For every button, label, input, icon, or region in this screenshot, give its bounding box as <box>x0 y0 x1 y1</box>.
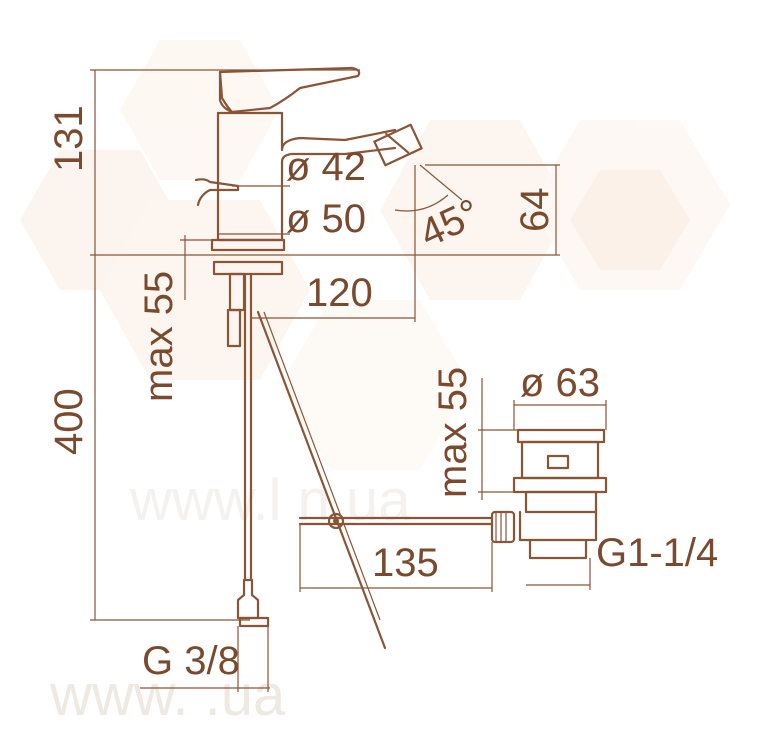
dim-max-thickness-mixer: max 55 <box>137 271 181 402</box>
drain-assembly <box>298 428 608 560</box>
dim-drain-diameter: ø 63 <box>520 361 600 405</box>
watermark-bottom: www. .ua <box>49 663 286 728</box>
dim-hose-length: 400 <box>47 388 91 455</box>
dim-drain-thread: G1-1/4 <box>596 531 718 575</box>
dim-rod-length: 135 <box>372 541 439 585</box>
aerator <box>373 123 423 167</box>
dimension-labels: 131 ø 42 ø 50 45° 64 120 max 55 400 G 3/… <box>47 105 718 683</box>
watermark-mid: www.l n.ua <box>129 468 411 533</box>
dim-height-top: 131 <box>47 105 91 172</box>
dim-spout-height: 64 <box>513 188 557 233</box>
dim-diameter-50: ø 50 <box>286 197 366 241</box>
dim-spout-reach: 120 <box>306 271 373 315</box>
dim-max-thickness-drain: max 55 <box>431 367 475 498</box>
dimension-lines <box>90 69 607 692</box>
mixer-body <box>194 66 423 650</box>
dim-diameter-42: ø 42 <box>286 145 366 189</box>
dim-hose-thread: G 3/8 <box>142 639 240 683</box>
